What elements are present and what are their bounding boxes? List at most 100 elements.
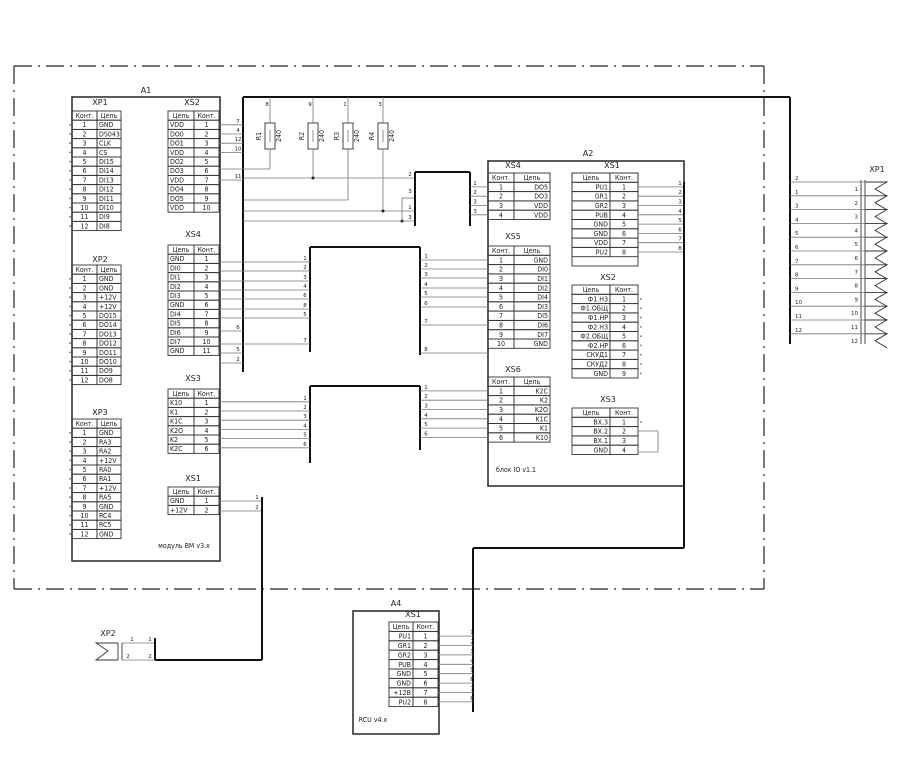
pin-number: 2: [622, 305, 626, 313]
net-name: DI11: [99, 195, 114, 203]
net-name: GND: [170, 497, 185, 505]
net-name: GND: [594, 221, 609, 229]
module-a4: [352, 610, 440, 735]
pin-number: 3: [499, 202, 503, 210]
pin-number: 1: [499, 387, 503, 395]
net-name: DO0: [170, 130, 184, 138]
net-name: Ф2.НР: [588, 342, 608, 350]
xp1-pin-icon: [865, 291, 889, 307]
pin-mark: [69, 459, 71, 462]
pin-number: 9: [82, 195, 86, 203]
wire-number: 11: [851, 325, 858, 331]
net-name: DO5: [534, 183, 548, 191]
xp1-pin-icon: [865, 278, 889, 293]
wire-number: 3: [303, 275, 307, 281]
table-cell: [193, 443, 220, 454]
net-name: DI7: [170, 338, 181, 346]
wire-number: 3: [795, 204, 799, 210]
wire-number: 1: [855, 187, 859, 193]
wire-number: 2: [126, 654, 130, 660]
net-name: VDD: [594, 239, 608, 247]
pin-number: 2: [204, 506, 208, 514]
wire-number: 5: [303, 433, 307, 439]
table-cell: [96, 220, 122, 232]
xp1-pin-icon: [865, 236, 889, 252]
pin-number: 10: [202, 338, 210, 346]
wire-number: 7: [795, 259, 799, 265]
pin-mark: [69, 314, 71, 317]
wire-number: 3: [855, 215, 859, 221]
pin-mark: [69, 468, 71, 471]
pin-number: 2: [204, 408, 208, 416]
table-cell: [609, 368, 639, 379]
net-name: VDD: [170, 121, 184, 129]
column-header: Цепь: [173, 488, 190, 496]
net-name: DS043: [99, 130, 120, 138]
wire-number: 1: [678, 181, 682, 187]
wire-number: 2: [678, 190, 682, 196]
wire-number: 2: [303, 265, 307, 271]
wire-number: 2: [303, 405, 307, 411]
table-row: 9 DI11: [71, 193, 122, 204]
wire-number: 6: [795, 245, 799, 251]
pin-mark: [640, 335, 642, 338]
pin-number: 4: [82, 457, 86, 465]
pin-number: 7: [204, 176, 208, 184]
net-name: VDD: [170, 176, 184, 184]
pin-number: 6: [204, 445, 208, 453]
net-name: DI9: [99, 213, 110, 221]
table-cell: [96, 528, 122, 540]
wire-number: 1: [424, 385, 428, 391]
pin-number: 7: [622, 239, 626, 247]
net-name: DI1: [537, 275, 548, 283]
wire-number: 2: [470, 640, 474, 646]
pin-number: 8: [82, 494, 86, 502]
wire-number: 10: [851, 311, 858, 317]
pin-number: 2: [622, 193, 626, 201]
net-name: DI5: [537, 312, 548, 320]
pin-number: 2: [499, 193, 503, 201]
net-name: GND: [99, 503, 114, 511]
table-row: 2 DS043: [71, 128, 122, 140]
pin-number: 2: [82, 130, 86, 138]
net-name: DI6: [170, 329, 181, 337]
net-name: DI4: [170, 310, 181, 318]
xp1-pin-icon: [865, 264, 889, 280]
wire-number: 3: [678, 200, 682, 206]
pin-mark: [69, 431, 71, 434]
net-name: GND: [534, 340, 549, 348]
pin-mark: [640, 421, 642, 423]
pin-number: 8: [622, 249, 626, 257]
wire-number: 1: [255, 495, 259, 501]
pin-mark: [69, 369, 71, 372]
pin-number: 2: [204, 130, 208, 138]
pin-mark: [69, 277, 71, 280]
column-header: Цепь: [524, 247, 541, 255]
wire-number: 7: [236, 119, 240, 125]
